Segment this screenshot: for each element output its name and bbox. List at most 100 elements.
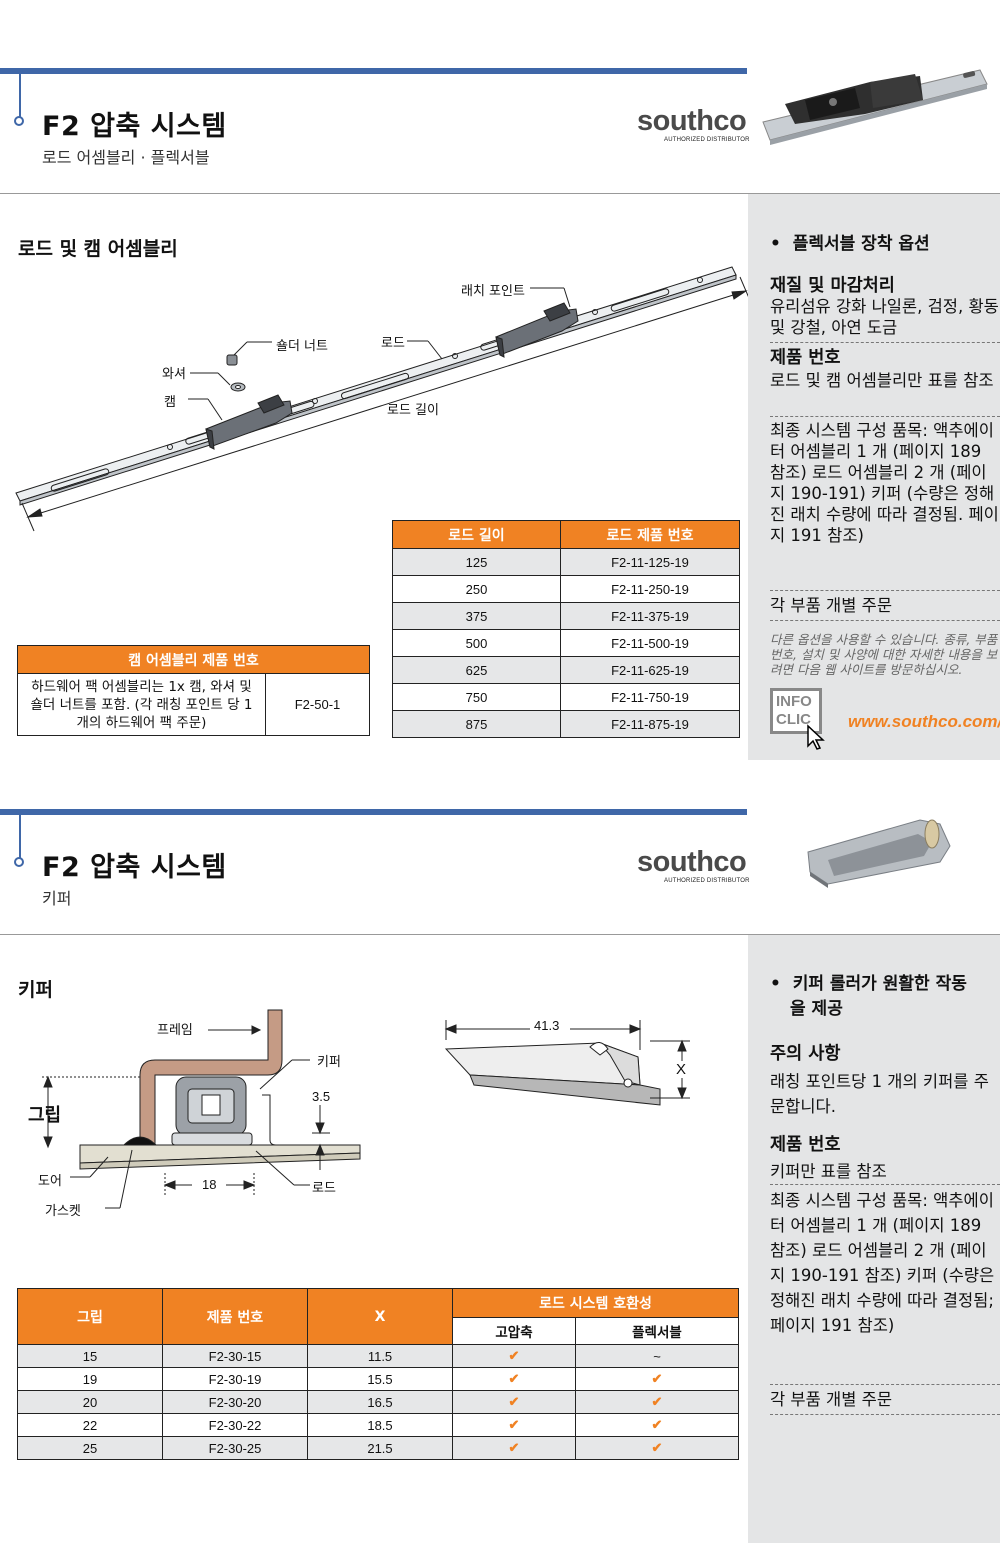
rod-table-header-part: 로드 제품 번호 [560, 520, 740, 549]
table-cell: F2-11-375-19 [560, 602, 740, 630]
label-rod: 로드 [381, 336, 405, 351]
table-cell: F2-11-125-19 [560, 548, 740, 576]
sidebar2-part-text: 키퍼만 표를 참조 [770, 1162, 887, 1181]
table-cell: F2-30-22 [162, 1413, 308, 1437]
label-dim-41-3: 41.3 [534, 1018, 560, 1033]
info-badge-text: INFO [776, 693, 812, 710]
table-cell: 20 [17, 1390, 163, 1414]
sidebar2-caution-text: 래칭 포인트당 1 개의 키퍼를 주문합니다. [770, 1072, 989, 1116]
sidebar2-system-text: 최종 시스템 구성 품목: 액추에이터 어셈블리 1 개 (페이지 189 참조… [770, 1191, 995, 1335]
check-icon: ✔ [452, 1390, 576, 1414]
table-cell: F2-11-875-19 [560, 710, 740, 738]
keeper-table-group-header: 로드 시스템 호환성 [452, 1288, 739, 1318]
table-cell: F2-11-625-19 [560, 656, 740, 684]
sidebar2-order-text: 각 부품 개별 주문 [770, 1390, 892, 1409]
sidebar1-system-text: 최종 시스템 구성 품목: 액추에이터 어셈블리 1 개 (페이지 189 참조… [770, 421, 999, 545]
rod-table-header-length: 로드 길이 [392, 520, 561, 549]
sidebar1-part-text: 로드 및 캠 어셈블리만 표를 참조 [770, 371, 994, 390]
table-cell: F2-30-20 [162, 1390, 308, 1414]
label-shoulder-nut: 숄더 너트 [276, 339, 328, 354]
keeper-table-header-grip: 그립 [17, 1288, 163, 1345]
section2-top-bar [0, 809, 747, 815]
table-cell: F2-11-750-19 [560, 683, 740, 711]
rod-product-photo [762, 69, 988, 145]
cursor-icon [807, 724, 825, 750]
label-rod-length: 로드 길이 [387, 403, 439, 418]
keeper-section-diagram [42, 1009, 361, 1209]
sidebar-section1: • 플렉서블 장착 옵션 재질 및 마감처리 유리섬유 강화 나일론, 검정, … [748, 194, 1000, 760]
section1-title: F2 압축 시스템 [42, 111, 227, 142]
table-cell: 125 [392, 548, 561, 576]
info-click-badge[interactable]: INFO CLIC [770, 688, 822, 734]
sidebar-section2: • 키퍼 롤러가 원활한 작동을 제공 주의 사항 래칭 포인트당 1 개의 키… [748, 935, 1000, 1543]
section1-bullet-dot [14, 116, 24, 126]
check-icon: ✔ [574, 1390, 740, 1414]
table-cell: F2-30-25 [162, 1436, 308, 1460]
cam-table-part: F2-50-1 [265, 673, 370, 736]
label-dim-18: 18 [202, 1177, 217, 1192]
section1-top-bar [0, 68, 747, 74]
sidebar2-bullet: • 키퍼 롤러가 원활한 작동을 제공 [770, 974, 967, 1019]
table-cell: 19 [17, 1367, 163, 1391]
table-cell: F2-30-15 [162, 1344, 308, 1368]
check-icon: ✔ [574, 1367, 740, 1391]
southco-logo: southco [637, 105, 747, 137]
sidebar1-separator [770, 342, 1000, 343]
table-cell: 875 [392, 710, 561, 738]
keeper-heading: 키퍼 [18, 979, 53, 1001]
info-badge-text: CLIC [776, 711, 811, 728]
sidebar1-material-text: 유리섬유 강화 나일론, 검정, 황동 및 강철, 아연 도금 [770, 297, 999, 337]
label-door: 도어 [38, 1174, 62, 1189]
label-rod: 로드 [312, 1181, 336, 1196]
section1-subtitle: 로드 어셈블리 · 플렉서블 [42, 148, 210, 167]
sidebar2-separator [770, 1184, 1000, 1185]
keeper-product-photo [807, 819, 951, 888]
check-icon: ✔ [452, 1436, 576, 1460]
check-icon: ✔ [452, 1367, 576, 1391]
table-cell: F2-11-250-19 [560, 575, 740, 603]
table-cell: ~ [574, 1344, 740, 1368]
cam-table-description: 하드웨어 팩 어셈블리는 1x 캠, 와셔 및 숄더 너트를 포함. (각 래칭… [17, 673, 266, 736]
label-frame: 프레임 [157, 1023, 193, 1038]
table-cell: 15 [17, 1344, 163, 1368]
sidebar2-bullet-text: 키퍼 롤러가 원활한 작동을 제공 [790, 974, 967, 1019]
label-dim-3-5: 3.5 [312, 1089, 331, 1104]
table-cell: 750 [392, 683, 561, 711]
table-cell: 18.5 [307, 1413, 453, 1437]
keeper-side-diagram [444, 1020, 690, 1106]
table-cell: 250 [392, 575, 561, 603]
table-cell: 21.5 [307, 1436, 453, 1460]
section1-divider [0, 193, 1000, 194]
sidebar2-part-head: 제품 번호 [770, 1135, 841, 1155]
cam-part-table: 캠 어셈블리 제품 번호 하드웨어 팩 어셈블리는 1x 캠, 와셔 및 숄더 … [17, 645, 370, 736]
sidebar1-info-text: 다른 옵션을 사용할 수 있습니다. 종류, 부품 번호, 설치 및 사양에 대… [770, 632, 998, 677]
check-icon: ✔ [452, 1413, 576, 1437]
sidebar2-caution-head: 주의 사항 [770, 1044, 841, 1064]
rod-cam-heading: 로드 및 캠 어셈블리 [18, 238, 178, 260]
sidebar1-separator [770, 416, 1000, 417]
section2-title: F2 압축 시스템 [42, 852, 227, 883]
cam-table-header: 캠 어셈블리 제품 번호 [17, 645, 370, 674]
check-icon: ✔ [452, 1344, 576, 1368]
sidebar1-bullet-text: 플렉서블 장착 옵션 [792, 234, 930, 254]
table-cell: F2-11-500-19 [560, 629, 740, 657]
southco-logo-sub: AUTHORIZED DISTRIBUTOR [664, 137, 750, 143]
section2-subtitle: 키퍼 [42, 889, 72, 908]
table-cell: 375 [392, 602, 561, 630]
southco-url-link[interactable]: www.southco.com/F [848, 712, 1000, 731]
sidebar1-bullet: • 플렉서블 장착 옵션 [770, 234, 930, 254]
table-cell: 22 [17, 1413, 163, 1437]
sidebar1-separator [770, 620, 1000, 621]
table-cell: 625 [392, 656, 561, 684]
keeper-table-subheader: 고압축 [452, 1317, 576, 1345]
table-cell: 500 [392, 629, 561, 657]
label-gasket: 가스켓 [45, 1204, 81, 1219]
check-icon: ✔ [574, 1436, 740, 1460]
keeper-table-subheader: 플렉서블 [574, 1317, 740, 1345]
section1-vertical-line [19, 74, 21, 122]
label-keeper: 키퍼 [317, 1055, 341, 1070]
table-cell: 11.5 [307, 1344, 453, 1368]
label-grip: 그립 [28, 1105, 62, 1126]
